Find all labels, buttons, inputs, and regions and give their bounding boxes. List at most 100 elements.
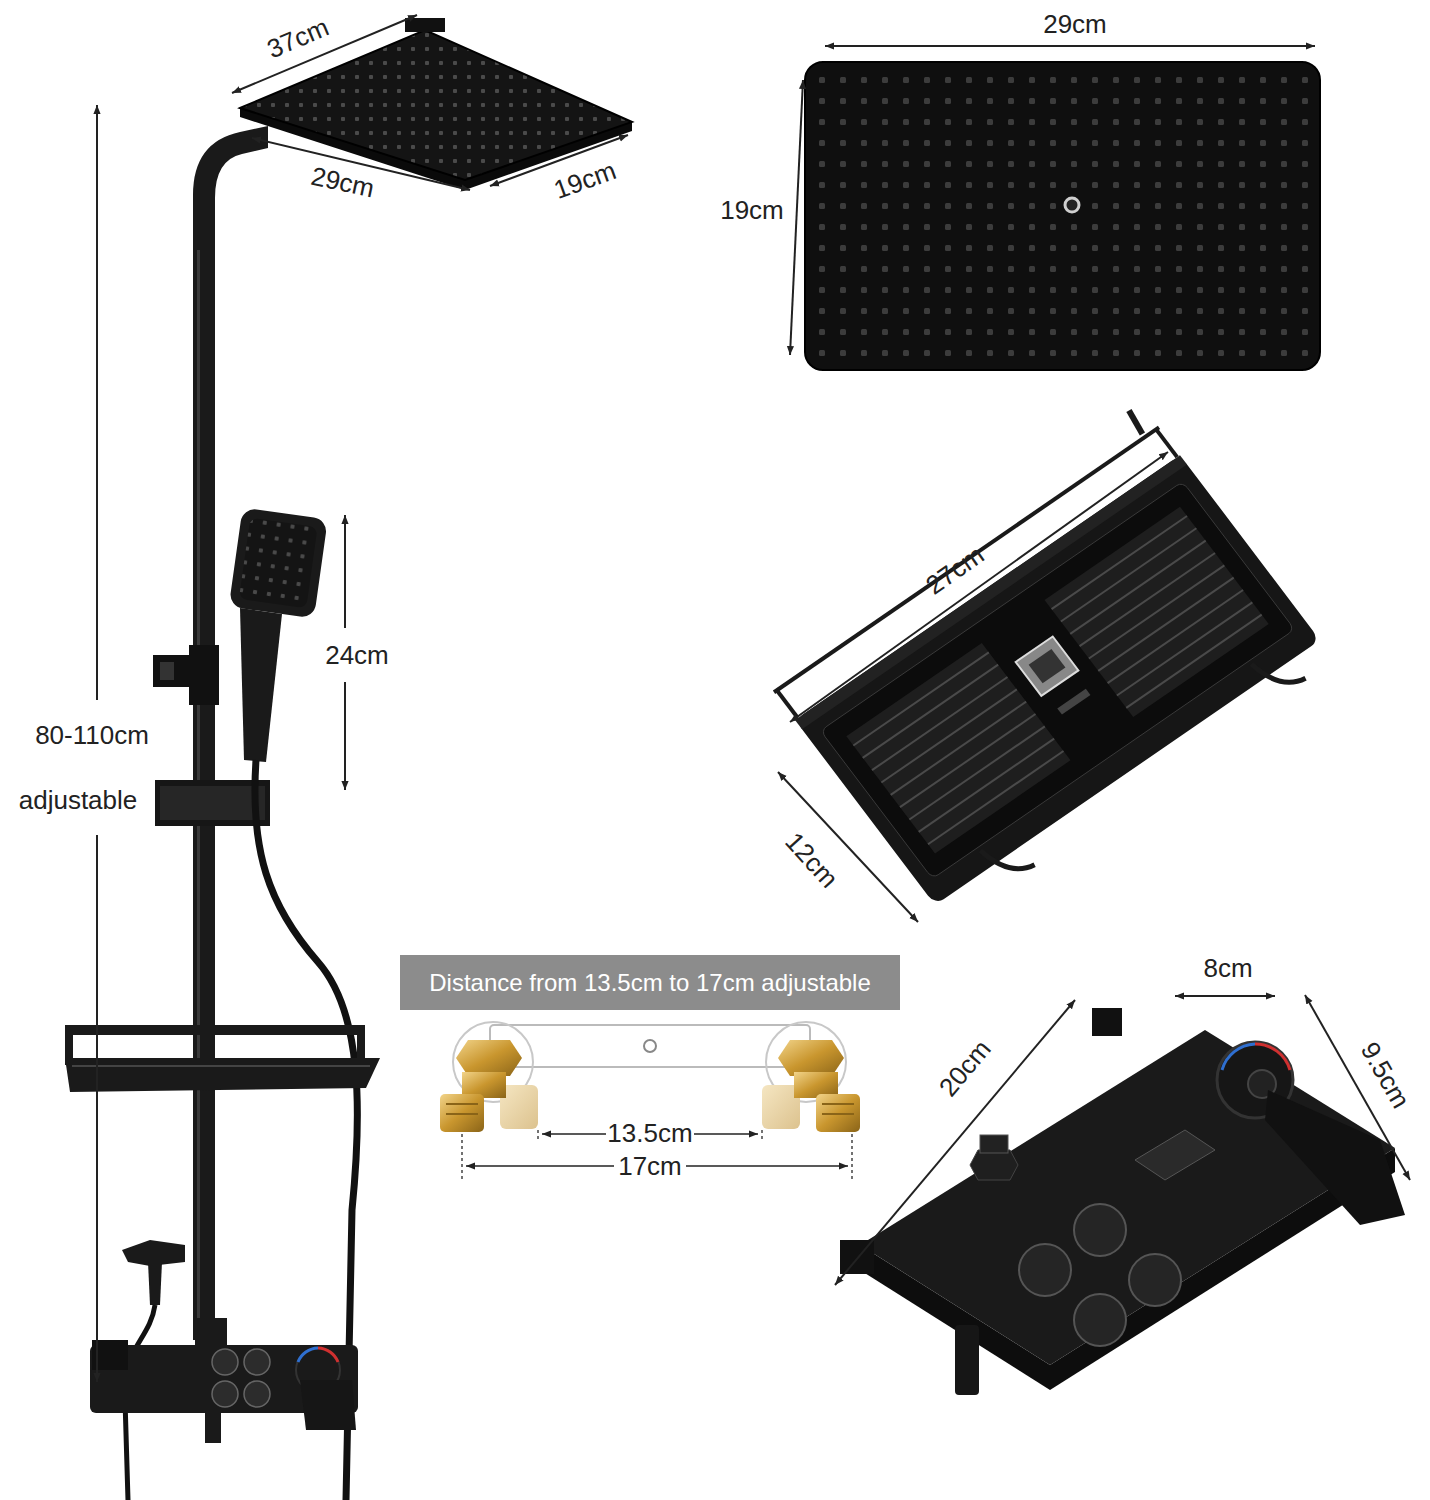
shelf [891, 702, 1026, 795]
dim-height [96, 835, 98, 1382]
dimension-text: 80-110cm [35, 720, 149, 750]
soap-shelf [65, 1025, 380, 1092]
valve-detail [1019, 1244, 1071, 1296]
shelf [872, 677, 1007, 770]
valve-detail [1222, 1044, 1255, 1070]
shelf [1061, 528, 1196, 621]
brass-fitting [440, 1040, 538, 1132]
shelf [909, 726, 1044, 819]
dimension-label: 27cm [920, 539, 989, 600]
dimension-text: 12cm [780, 826, 845, 893]
brass-fitting [440, 1094, 484, 1132]
dimension-lines [537, 1130, 539, 1142]
soap-shelf [65, 1058, 380, 1092]
rain-plate [805, 62, 1320, 370]
dimension-text: 27cm [920, 539, 989, 600]
valve-detail [980, 1135, 1008, 1153]
shelf [919, 739, 1054, 832]
dimension-label: 19cm [550, 155, 620, 205]
valve-detail [860, 1030, 1395, 1365]
dimension-text: adjustable [19, 785, 138, 815]
pole-joint [189, 645, 219, 705]
dimension-label: 13.5cm [607, 1118, 692, 1148]
dimension-label: 24cm [325, 640, 389, 670]
brass-fitting [822, 1103, 854, 1105]
dimension-lines [542, 1133, 606, 1135]
dimension-text: 29cm [1043, 9, 1107, 39]
dimension-text: 9.5cm [1354, 1037, 1415, 1113]
valve-detail [1129, 1254, 1181, 1306]
shelf [1108, 590, 1243, 683]
shelf [853, 516, 1261, 844]
caption-band: Distance from 13.5cm to 17cm adjustable [400, 955, 900, 1010]
slide-bracket-face [160, 786, 265, 820]
valve-detail [1265, 1090, 1405, 1225]
hand-shower [239, 518, 318, 609]
band-text: Distance from 13.5cm to 17cm adjustable [429, 969, 871, 997]
dimension-label: 19cm [720, 195, 784, 225]
valve-detail [1255, 1044, 1290, 1070]
dimension-text: 8cm [1203, 953, 1252, 983]
shelf [795, 455, 1320, 905]
valve-detail [1092, 1008, 1122, 1036]
dimension-label: 12cm [780, 826, 845, 893]
shelf [1251, 644, 1305, 698]
dimension-lines [825, 45, 1315, 47]
dimension-label: 37cm [263, 12, 333, 64]
brass-fitting [816, 1094, 860, 1132]
shelf [774, 427, 1159, 692]
valve-detail [840, 1008, 1405, 1395]
shelf [863, 665, 998, 758]
rain-head-mount [405, 18, 445, 32]
shelf [1080, 553, 1215, 646]
dimension-lines [835, 1000, 1075, 1285]
dim-height [96, 105, 98, 700]
mixer-valve [212, 1349, 238, 1375]
shelf [1126, 411, 1145, 435]
mixer-valve [318, 1348, 338, 1362]
valve-detail [1135, 1130, 1215, 1180]
brass-fitting [762, 1040, 860, 1132]
dim-24 [344, 682, 346, 790]
valve-detail [1074, 1204, 1126, 1256]
brass-fitting [446, 1103, 478, 1105]
shelf [980, 831, 1034, 885]
shelf [1016, 636, 1079, 695]
shelf [900, 714, 1035, 807]
rain-plate [1065, 198, 1079, 212]
hand-shower [229, 508, 328, 619]
mixer-valve [244, 1381, 270, 1407]
fitting-plate [644, 1040, 656, 1052]
shower-column [65, 18, 632, 1500]
dimension-lines [694, 1133, 758, 1135]
brass-fitting [456, 1040, 522, 1076]
dimension-lines [790, 80, 803, 355]
dimension-text: 17cm [618, 1151, 682, 1181]
brass-fitting [778, 1040, 844, 1076]
dimension-lines [851, 1134, 853, 1182]
valve-detail [970, 1150, 1018, 1180]
mixer-valve [244, 1349, 270, 1375]
mixer-valve [298, 1348, 318, 1362]
dimension-lines [1175, 995, 1275, 997]
hand-shower-handle [240, 608, 282, 762]
dim-24 [344, 515, 346, 628]
dimension-label: 17cm [618, 1151, 682, 1181]
dimension-lines [686, 1165, 848, 1167]
rain-plate [805, 62, 1320, 370]
shower-arm [193, 126, 268, 270]
shelf [1089, 565, 1224, 658]
dimension-text: 19cm [720, 195, 784, 225]
brass-fitting [822, 1113, 854, 1115]
shelf [928, 751, 1063, 844]
brass-fitting [446, 1113, 478, 1115]
dimension-lines [761, 1130, 763, 1142]
shelf [1117, 602, 1252, 695]
dimension-lines [790, 452, 1168, 722]
dimension-lines [835, 995, 1410, 1285]
soap-shelf [65, 1025, 365, 1035]
shelf [1057, 689, 1090, 715]
dimension-label: 29cm [1043, 9, 1107, 39]
soap-shelf [72, 1065, 370, 1067]
